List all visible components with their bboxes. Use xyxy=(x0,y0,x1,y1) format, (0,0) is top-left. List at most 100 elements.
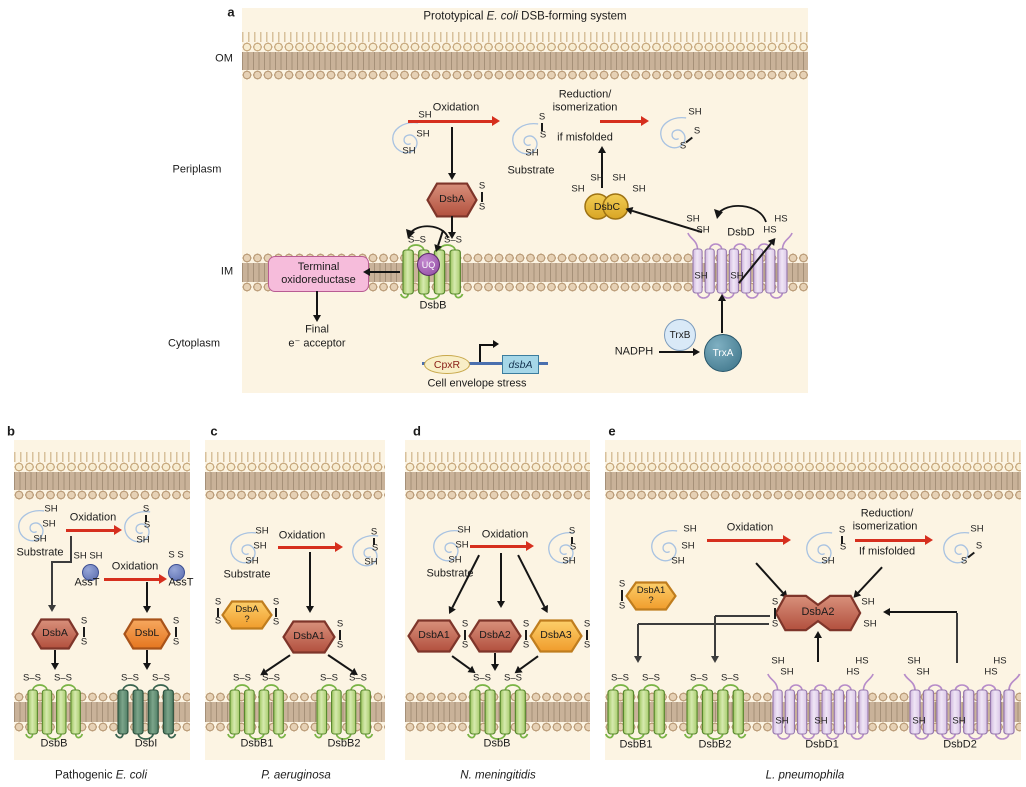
thiol-label: SH xyxy=(255,525,269,537)
uq-label: UQ xyxy=(421,259,436,270)
disulfide-label: S–S xyxy=(121,672,139,684)
asst-circle xyxy=(168,564,185,581)
arrow-dsba-to-dsbb xyxy=(451,216,454,232)
sulfur-label: S xyxy=(172,615,180,627)
sulfur-label: S xyxy=(771,618,779,630)
dsbd1-helices xyxy=(767,673,874,740)
loop xyxy=(422,292,441,300)
final-label: Final xyxy=(305,323,329,336)
helix xyxy=(686,689,698,735)
dsbb-label: DsbB xyxy=(419,299,447,312)
thiol-label: HS xyxy=(855,655,869,667)
question-mark: ? xyxy=(648,595,654,606)
dsbd2-helices xyxy=(903,673,1021,740)
asst-label: AssT xyxy=(74,576,100,589)
panel-a-title: Prototypical E. coli DSB-forming system xyxy=(423,10,626,23)
dsba-label: DsbA xyxy=(42,627,68,640)
thiol-label: SH xyxy=(730,270,744,282)
loop xyxy=(407,244,425,252)
disulfide-bond xyxy=(621,590,623,601)
sulfur-label: S xyxy=(522,639,530,651)
if-misfolded-label: if misfolded xyxy=(557,131,613,144)
helix xyxy=(514,689,526,735)
thiol-label: HS xyxy=(993,655,1007,667)
dsba2-label: DsbA2 xyxy=(479,629,511,642)
lipid-tails xyxy=(242,32,808,42)
helix xyxy=(796,689,808,735)
gene-line xyxy=(422,362,548,365)
dsbd2-label: DsbD2 xyxy=(943,738,977,751)
cell-envelope-stress-label: Cell envelope stress xyxy=(427,377,527,390)
helix xyxy=(809,689,820,735)
disulfide-bond xyxy=(145,515,147,522)
sulfur-label: S xyxy=(679,140,687,152)
helix xyxy=(833,689,845,735)
disulfide-bond xyxy=(481,192,483,202)
helix xyxy=(316,689,328,735)
thiol-label: SH xyxy=(912,715,926,727)
thiol-label: SH xyxy=(681,540,695,552)
dsba1-label: DsbA1 xyxy=(418,629,450,642)
dsba-gene-label: dsbA xyxy=(508,358,533,371)
lipid-heads xyxy=(14,462,190,472)
lipid-heads xyxy=(14,722,190,732)
panel-e-letter: e xyxy=(608,423,616,439)
outer-membrane xyxy=(605,452,1021,500)
thiol-label: SH xyxy=(33,533,47,545)
arrow-dsbd1-to-dsba2 xyxy=(817,638,820,662)
dsba1-label: DsbA1 xyxy=(293,630,325,643)
connector-line xyxy=(715,615,770,618)
reduction-arrow xyxy=(855,539,925,542)
dsba-gene-box: dsbA xyxy=(502,355,539,374)
panel-e-caption: L. pneumophila xyxy=(765,769,845,782)
oxidation-label: Oxidation xyxy=(111,560,159,573)
helix xyxy=(936,689,948,735)
helix xyxy=(858,689,869,735)
lipid-core xyxy=(242,52,808,70)
outer-membrane xyxy=(14,452,190,500)
sulfur-label: S xyxy=(336,639,344,651)
substrate-spiral xyxy=(660,117,687,149)
connector-line xyxy=(70,536,73,562)
substrate-spiral xyxy=(512,123,539,155)
sulfur-label: S xyxy=(583,618,591,630)
helix xyxy=(229,689,241,735)
lipid-heads xyxy=(242,70,808,80)
lipid-core xyxy=(242,263,808,282)
thiol-label: SH xyxy=(562,555,576,567)
sulfur-label: S xyxy=(771,596,779,608)
oxidation-label: Oxidation xyxy=(432,101,480,114)
loop xyxy=(745,291,760,299)
cpxr-ellipse: CpxR xyxy=(424,355,470,374)
helix xyxy=(56,689,67,735)
lipid-heads xyxy=(242,42,808,52)
e-acceptor-label: e⁻ acceptor xyxy=(288,337,346,350)
thiol-label: SH xyxy=(136,534,150,546)
lipid-heads xyxy=(405,462,590,472)
thiol-label: SH xyxy=(780,666,794,678)
helix xyxy=(989,689,1002,735)
sulfur-label: S xyxy=(478,201,486,213)
disulfide-label: S–S xyxy=(611,672,629,684)
dsbb1-helices xyxy=(604,684,668,740)
arrow-dsba2-to-dsbb xyxy=(494,653,497,664)
lipid-tails xyxy=(205,452,385,462)
dsbb2-label: DsbB2 xyxy=(698,738,732,751)
thiol-label: SH xyxy=(571,183,585,195)
disulfide-bond xyxy=(541,123,543,131)
asst-circle xyxy=(82,564,99,581)
sulfur-label: S xyxy=(960,555,968,567)
dsba-hexagon: DsbA xyxy=(32,619,78,649)
isomerization-label: isomerization xyxy=(852,520,918,533)
oxidation-label: Oxidation xyxy=(481,528,529,541)
sulfur-label: S xyxy=(272,596,280,608)
sulfur-label: S xyxy=(272,616,280,628)
disulfide-label: S–S xyxy=(408,234,426,246)
thiol-label: SH xyxy=(952,715,966,727)
helix xyxy=(117,689,129,735)
sulfur-label: S xyxy=(522,618,530,630)
disulfide-label: S–S xyxy=(444,234,462,246)
arrow-to-final-acceptor xyxy=(316,291,319,315)
trxb-circle: TrxB xyxy=(664,319,696,351)
helix xyxy=(345,689,357,735)
